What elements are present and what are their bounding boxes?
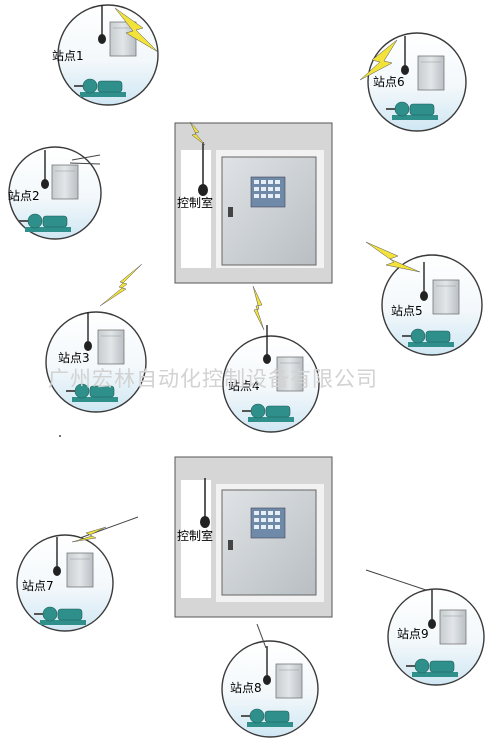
signal-line	[79, 516, 139, 539]
station-label: 站点1	[52, 49, 84, 63]
cabinet-icon	[439, 609, 467, 645]
antenna-icon	[263, 325, 271, 364]
signal-line	[69, 162, 101, 165]
cabinet-icon	[66, 552, 94, 588]
control-room-label: 控制室	[177, 195, 213, 210]
antenna-icon	[41, 150, 49, 189]
lightning-icon	[365, 241, 421, 273]
lightning-icon	[99, 263, 143, 307]
pump-icon	[241, 708, 293, 727]
station-8: 站点8	[221, 640, 319, 738]
control-cabinet	[221, 156, 317, 266]
dot	[59, 435, 61, 437]
station-label: 站点9	[397, 627, 429, 641]
pump-icon	[242, 403, 294, 422]
station-9: 站点9	[387, 588, 485, 686]
cabinet-icon	[432, 279, 460, 315]
cabinet-icon	[276, 356, 304, 392]
station-7: 站点7	[16, 534, 114, 632]
signal-line	[365, 569, 427, 591]
antenna-icon	[198, 142, 208, 196]
pump-icon	[19, 213, 71, 232]
antenna-icon	[84, 312, 92, 351]
control-room-1: 控制室	[174, 121, 333, 284]
station-2: 站点2	[8, 146, 102, 240]
signal-line	[256, 623, 267, 649]
pump-icon	[34, 606, 86, 625]
station-label: 站点5	[391, 304, 423, 318]
lightning-icon	[114, 7, 159, 53]
station-5: 站点5	[381, 254, 483, 356]
cabinet-icon	[417, 55, 445, 91]
cabinet-icon	[275, 663, 303, 699]
antenna-icon	[401, 36, 409, 75]
station-3: 站点3	[45, 311, 147, 413]
signal-line	[71, 154, 101, 161]
pump-icon	[386, 101, 438, 120]
station-4: 站点4	[222, 325, 320, 433]
control-cabinet	[221, 489, 317, 596]
station-1: 站点1	[52, 4, 159, 106]
station-label: 站点8	[230, 681, 262, 695]
pump-icon	[402, 328, 454, 347]
antenna-icon	[420, 262, 428, 301]
antenna-icon	[53, 537, 61, 576]
cabinet-icon	[97, 329, 125, 365]
station-label: 站点4	[228, 379, 260, 393]
watermark-text: 广州宏林自动化控制设备有限公司	[48, 367, 378, 391]
pump-icon	[406, 658, 458, 677]
control-room-label: 控制室	[177, 528, 213, 543]
station-label: 站点7	[22, 579, 54, 593]
antenna-icon	[428, 590, 436, 629]
antenna-icon	[98, 5, 106, 44]
lightning-icon	[359, 39, 398, 81]
cabinet-icon	[51, 164, 79, 200]
lightning-icon	[71, 526, 107, 543]
station-label: 站点2	[8, 189, 40, 203]
pump-icon	[66, 383, 118, 402]
stations: 站点1 站点2 站点3 站点4 站点5 站点6 站点7 站点8 站点9	[8, 4, 485, 738]
pump-icon	[74, 78, 126, 97]
control-room-2: 控制室	[174, 456, 333, 618]
lightning-icon	[252, 285, 265, 331]
antenna-icon	[263, 646, 271, 685]
signals	[59, 7, 427, 649]
station-6: 站点6	[367, 32, 467, 132]
station-label: 站点3	[58, 351, 90, 365]
lightning-icon	[189, 121, 206, 146]
antenna-icon	[200, 478, 210, 528]
station-label: 站点6	[373, 75, 405, 89]
